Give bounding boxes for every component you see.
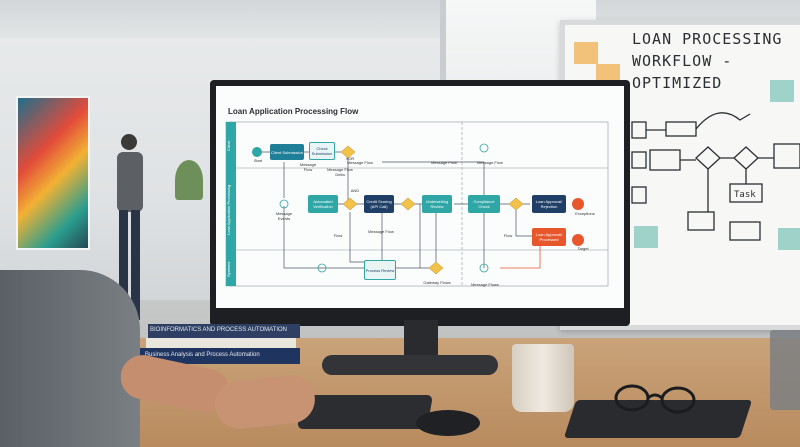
task-process-review: Process Review: [364, 260, 396, 280]
task-automated-verification: Automated Verification: [308, 195, 338, 213]
label-xor: XOR: [345, 156, 355, 161]
label-message-flow: Message Flow: [299, 162, 317, 172]
label-message-flow: Message Flow: [477, 160, 503, 165]
task-client-submission: Client Submission: [270, 144, 304, 160]
whiteboard-task-label: Task: [734, 190, 756, 200]
message-event-icon: [279, 199, 289, 209]
message-event-icon: [479, 263, 489, 273]
pen-holder: [770, 330, 800, 410]
wall-art: [16, 96, 90, 250]
whiteboard-title: LOAN PROCESSING WORKFLOW - OPTIMIZED: [632, 28, 800, 94]
label-message-events: Message Events: [275, 211, 293, 221]
lane-header: [226, 122, 236, 168]
whiteboard-sketch: Task: [631, 112, 800, 241]
label-message-flow: Message Flow: [347, 160, 373, 165]
lane-label-systems: Systems: [226, 261, 231, 277]
whiteboard-title-line1: LOAN PROCESSING: [632, 30, 783, 48]
task-loan-approval-processed: Loan Approval/ Processed: [532, 228, 566, 246]
label-message-flows: Message Flows: [471, 282, 499, 287]
message-event-icon: [317, 263, 327, 273]
diagram-title: Loan Application Processing Flow: [228, 107, 359, 116]
label-message-flow: Message Flow: [431, 160, 457, 165]
xor-gateway-icon: [340, 145, 356, 159]
task-underwriting-review: Underwriting Review: [422, 195, 452, 213]
label-flow: Flow: [503, 233, 513, 238]
xor-gateway-icon: [428, 261, 444, 275]
sticky-note: [634, 226, 658, 248]
label-message-flow: Message Flow: [368, 229, 394, 234]
book-stack: [140, 324, 300, 364]
label-gateway-flows: Gateway Flows: [423, 280, 451, 285]
person-arm: [0, 270, 140, 447]
task-check-submission: Check Submission: [309, 142, 335, 160]
label-target: Target: [577, 246, 589, 251]
lane-header: [226, 250, 236, 286]
end-event-target: [572, 234, 584, 246]
and-gateway-icon: [342, 197, 358, 211]
keyboard: [297, 395, 433, 429]
label-and: AND: [350, 188, 360, 193]
book-title-top: BIOINFORMATICS AND PROCESS AUTOMATION: [150, 327, 288, 333]
coffee-mug: [512, 344, 574, 412]
whiteboard-title-line2: WORKFLOW - OPTIMIZED: [632, 52, 733, 92]
background-person: [117, 134, 143, 320]
sequence-flows: [262, 151, 540, 269]
xor-gateway-icon: [400, 197, 416, 211]
lane-label-client: Client: [226, 140, 231, 152]
mouse: [416, 410, 480, 436]
label-message-flow-delta: Message Flow Delta: [327, 167, 353, 177]
end-event-exceptions: [572, 198, 584, 210]
lane-label-processing: Loan Application Processing: [226, 184, 231, 236]
eyeglasses: [614, 384, 696, 414]
sticky-note: [574, 42, 598, 64]
task-compliance-check: Compliance Check: [468, 195, 500, 213]
label-exceptions: Exceptions: [575, 211, 595, 216]
plant: [175, 160, 203, 200]
lane-header: [226, 168, 236, 250]
xor-gateway-icon: [508, 197, 524, 211]
bpmn-diagram: [225, 121, 609, 287]
label-flow: Flow: [333, 233, 343, 238]
sticky-note: [778, 228, 800, 250]
task-loan-approval: Loan Approval/ Rejection: [532, 195, 566, 213]
label-start: Start: [253, 158, 263, 163]
monitor-base: [322, 355, 498, 375]
message-event-icon: [479, 143, 489, 153]
book-title-bottom: Business Analysis and Process Automation: [145, 352, 260, 358]
start-event: [252, 147, 262, 157]
task-credit-scoring: Credit Scoring (API Call): [364, 195, 394, 213]
sticky-note: [770, 80, 794, 102]
